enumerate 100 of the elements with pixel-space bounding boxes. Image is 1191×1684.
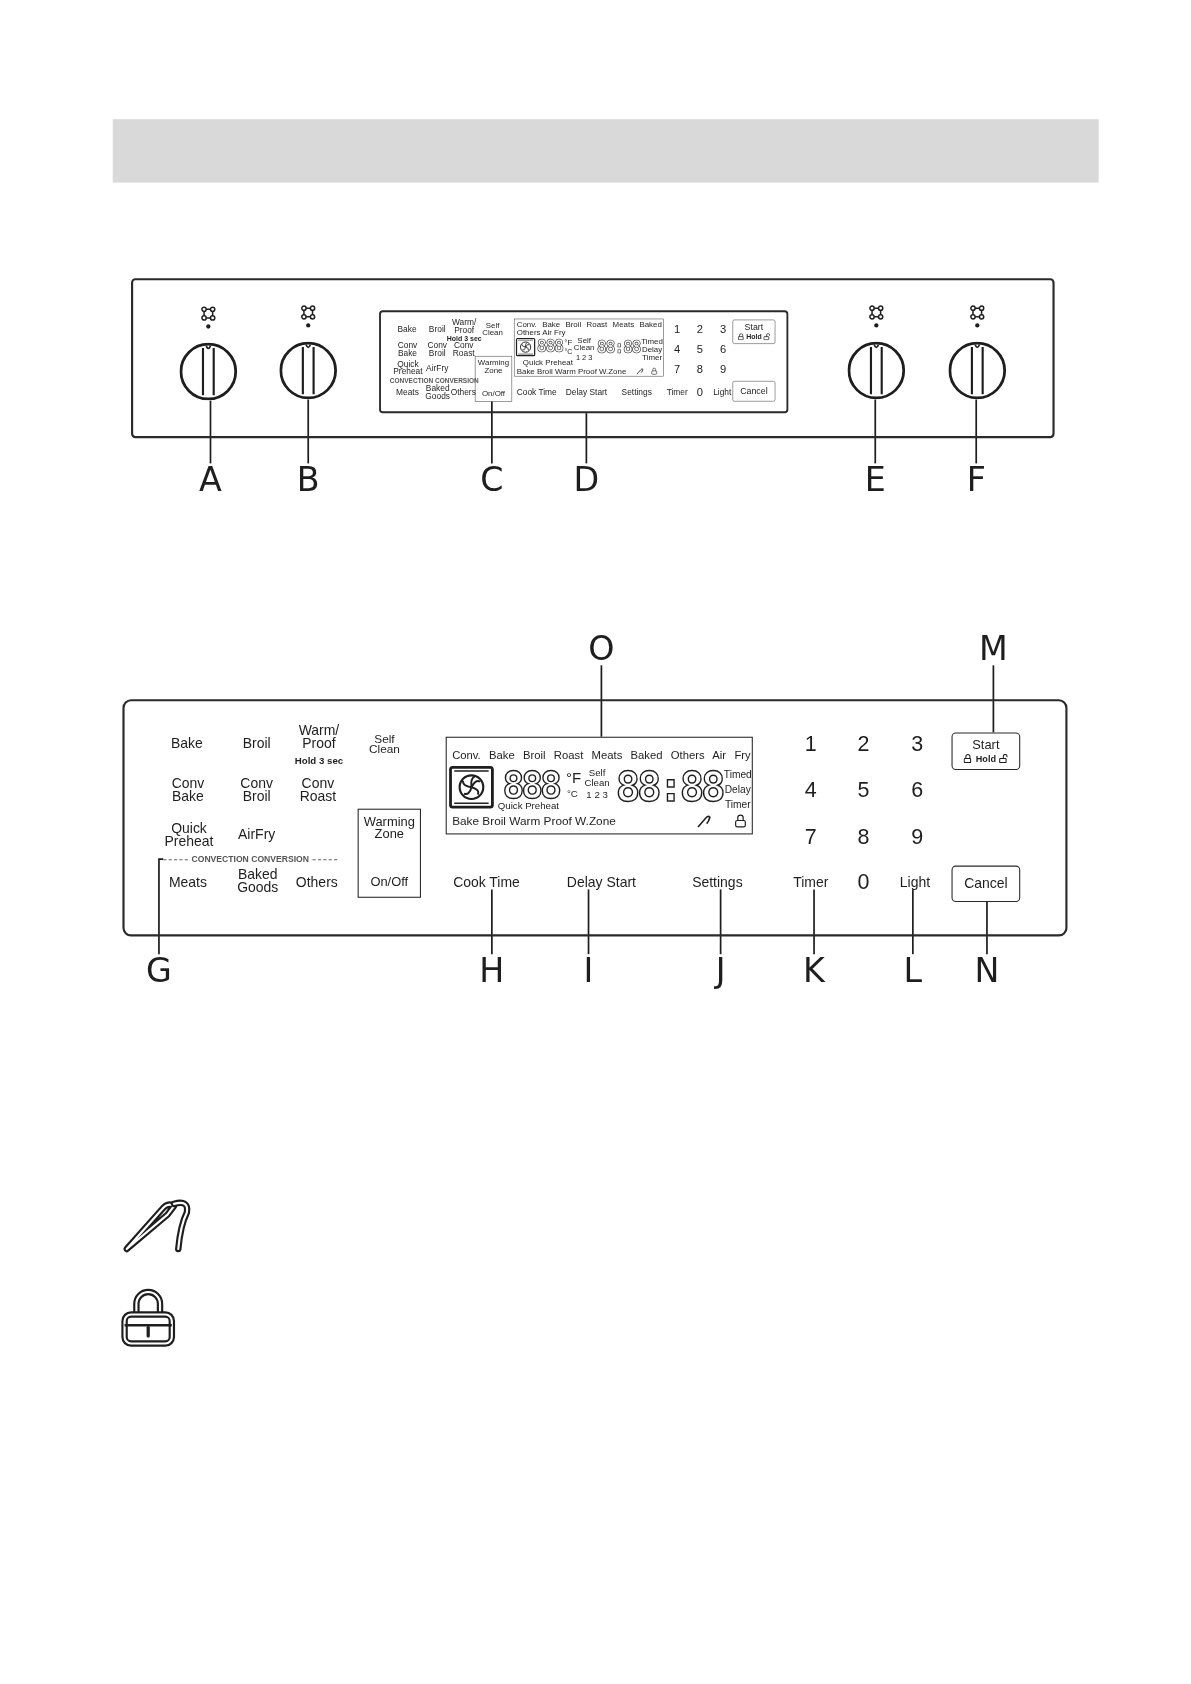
key-label: Baked Goods [424,384,450,401]
leader-line [491,888,493,956]
key-label: Quick Preheat [163,822,215,849]
control-knob [847,341,906,400]
display-text: Timer [724,799,751,810]
key-label: Conv Roast [451,341,476,358]
key-label: Conv Broil [426,341,448,358]
key-label: Conv Bake [396,341,419,358]
key-label: Delay Start [565,388,608,397]
leader-line [585,412,588,465]
display-text: °C [567,789,578,799]
callout-letter: G [146,954,172,988]
leader-line [491,400,493,465]
key-label: 8 [696,364,704,376]
leader-line [975,398,978,465]
callout-letter: C [480,463,504,497]
callout-letter: I [583,954,594,988]
key-label: Meats [396,388,419,397]
callout-letter: H [479,954,505,988]
key-label: 9 [720,364,727,376]
callout-letter: N [974,954,1000,988]
key-label: Meats [168,876,207,890]
key-label: Hold 3 sec [294,756,344,766]
control-knob [948,341,1007,400]
control-knob [179,342,238,401]
key-label: Settings [692,876,743,890]
key-label: 7 [674,364,681,376]
key-label: Others [450,388,476,397]
display-text: Bake Broil Warm Proof W.Zone [452,815,616,828]
leader-line [307,398,310,465]
section-label: CONVECTION CONVERSION [163,853,338,865]
key-label: 6 [911,780,924,801]
key-label: Light [899,876,931,890]
key-label: 6 [720,344,727,356]
callout-letter: A [199,463,222,497]
key-label: Bake [170,737,203,751]
segment-digits: 888 [536,339,563,353]
key-label: Conv Roast [298,777,338,804]
callout-letter: E [864,463,886,497]
segment-digits: 88:88 [596,340,641,354]
display-text: Timed [723,769,752,780]
key-label: 1 [674,324,681,336]
key-label: Others [295,876,338,890]
key-label: AirFry [238,827,276,842]
key-label: 3 [911,734,924,755]
range-control-panel [131,278,1055,439]
key-label: Warm/ Proof [451,318,477,335]
control-panel [379,310,789,414]
display-text: °F [565,771,582,786]
display-text: 1 2 3 [586,790,608,800]
key-label: Baked Goods [236,868,280,895]
key-label: Timer [666,388,688,397]
key-label: 2 [857,734,870,755]
key-label: 0 [696,386,704,398]
segment-digits: 88:88 [615,770,723,804]
control-panel [122,699,1068,937]
leader-line [986,901,988,956]
key-label: AirFry [426,365,449,373]
cancel-button: Cancel [951,865,1021,903]
key-label: Self Clean [368,733,401,756]
key-label: 2 [696,324,704,336]
key-label: 7 [804,826,817,847]
leader-line [992,664,995,734]
display-text: Quick Preheat [497,801,559,812]
key-label: 4 [674,344,681,356]
key-label: Broil [242,737,271,751]
callout-letter: B [296,463,320,497]
callout-letter: D [573,463,600,497]
callout-letter: M [979,632,1008,666]
key-label: Bake [397,325,417,334]
callout-letter: K [803,954,825,988]
display-text: Self Clean [583,768,611,787]
callout-letter: O [588,632,615,666]
display-text: Delay [724,784,751,795]
leader-line [587,888,590,956]
key-label: Broil [428,325,446,334]
leader-line [719,888,722,956]
leader-line [912,888,914,956]
key-label: Conv Broil [239,777,274,804]
control-knob [279,341,338,400]
leader-line [158,858,165,956]
key-label: Delay Start [566,876,636,890]
key-label: 4 [804,780,817,801]
leader-line [209,399,212,465]
callout-letter: J [715,954,726,988]
key-label: Cook Time [453,876,520,890]
key-label: 8 [857,826,870,847]
leader-line [600,664,603,738]
segment-digits: 888 [502,771,559,801]
key-label: 5 [857,780,870,801]
key-label: 0 [857,871,870,892]
display-text: Conv. Bake Broil Roast Meats Baked Others Air Fry [452,749,751,761]
key-label: 1 [804,734,817,755]
leader-line [813,888,815,956]
key-label: 5 [696,344,704,356]
callout-letter: F [966,463,986,497]
key-label: Settings [621,388,652,397]
key-label: Conv Bake [170,777,206,804]
key-label: 3 [720,324,727,336]
key-label: Cook Time [516,388,557,397]
